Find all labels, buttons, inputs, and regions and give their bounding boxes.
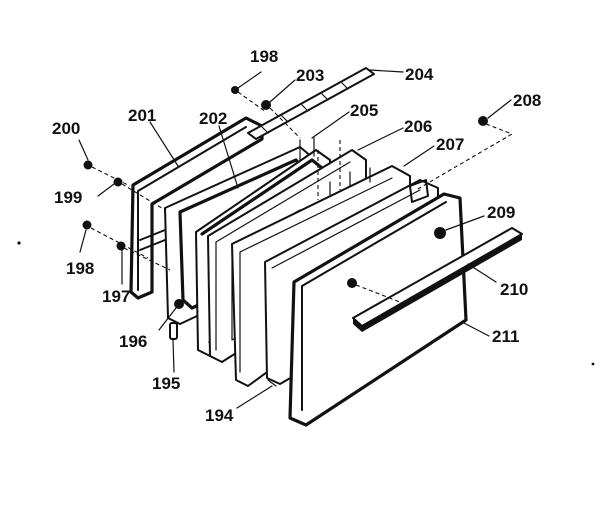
clip-195 [169,322,178,340]
screw-200 [83,160,93,170]
callout-203: 203 [296,66,324,85]
callout-208: 208 [513,91,541,110]
callout-199: 199 [54,188,82,207]
screw-199 [113,177,123,187]
leader-lines [78,69,512,409]
hinge-pin [299,137,315,161]
callout-202: 202 [199,109,227,128]
callout-201: 201 [128,106,156,125]
screw-203 [261,100,271,110]
speck [591,362,595,366]
callout-204: 204 [405,65,434,84]
screw-208 [478,116,488,126]
speck [17,241,21,245]
screw-196 [174,299,184,309]
part-204-top-trim [247,67,375,140]
callout-198-top: 198 [250,47,278,66]
callout-200: 200 [52,119,80,138]
callout-196: 196 [119,332,147,351]
callout-209: 209 [487,203,515,222]
screw-198-left [82,220,92,230]
callout-210: 210 [500,280,528,299]
callout-198-left: 198 [66,259,94,278]
callout-205: 205 [350,101,378,120]
part-201-door-liner [129,116,264,300]
callout-207: 207 [436,135,464,154]
hardware [82,86,488,340]
screw-handle [347,278,357,288]
screw-198-top [231,86,239,94]
hinge-bracket [409,179,429,203]
assembly-lines [90,91,514,303]
callout-195: 195 [152,374,180,393]
part-210-handle [352,227,523,332]
callout-197: 197 [102,287,130,306]
callout-211: 211 [492,327,519,346]
screw-209 [434,227,446,239]
callout-194: 194 [205,406,234,425]
callout-labels: 198 203 204 205 206 207 208 200 201 202 … [52,47,541,425]
callout-206: 206 [404,117,432,136]
screw-197 [116,241,126,251]
